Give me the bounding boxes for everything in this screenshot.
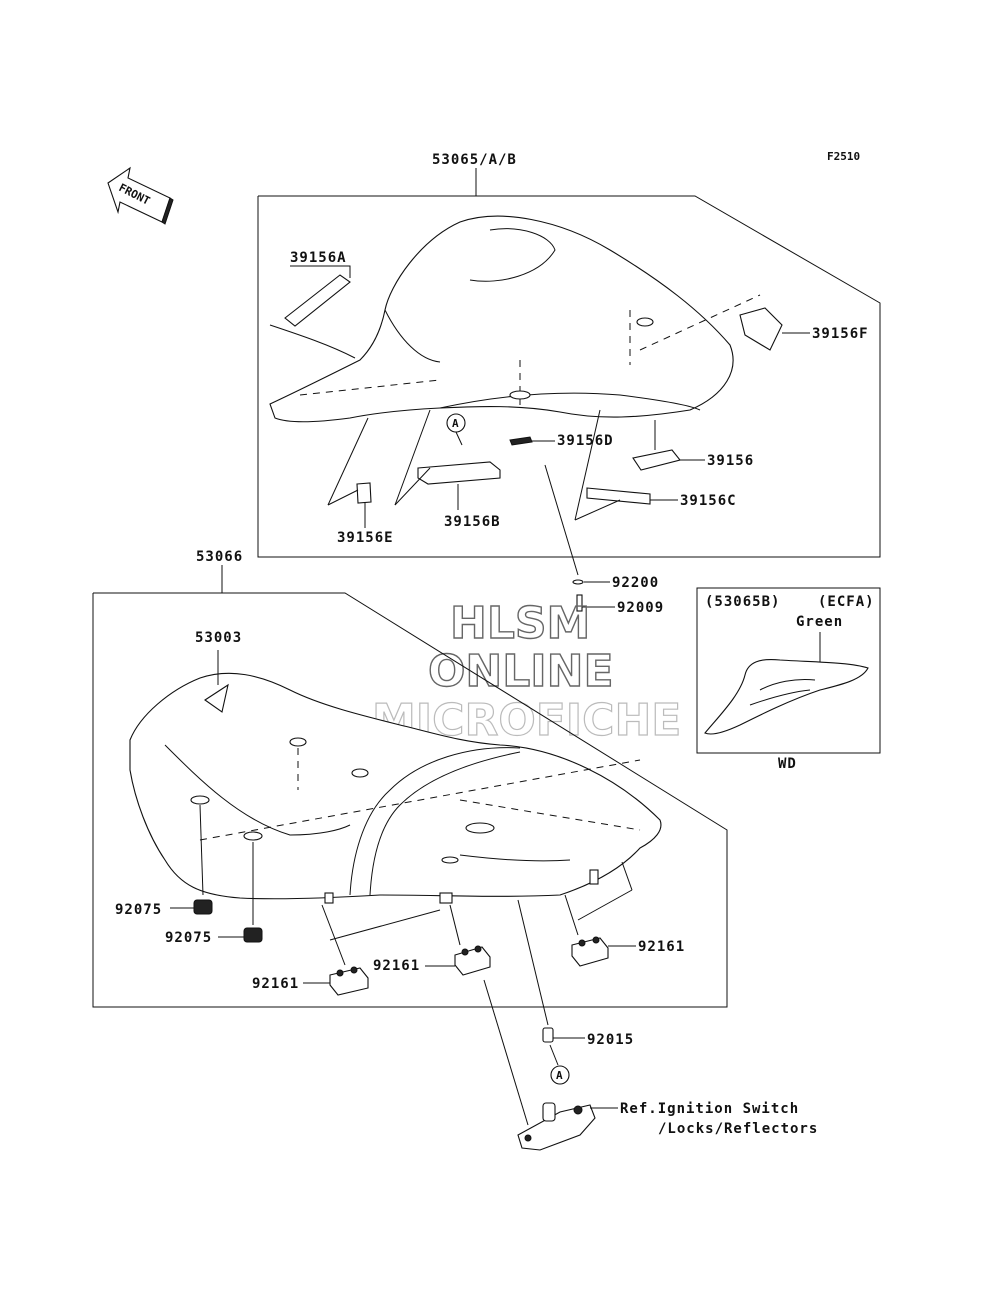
part-39156B: 39156B (394, 409, 501, 530)
inset-region: (ECFA) (818, 594, 875, 610)
part-92009-label: 92009 (617, 600, 664, 616)
inset-color: Green (796, 614, 843, 630)
part-92075-a: 92075 (115, 804, 213, 918)
inset-caption: WD (778, 756, 797, 772)
reference-line-1: Ref.Ignition Switch (620, 1101, 799, 1117)
part-53003-label: 53003 (195, 630, 242, 646)
lower-assembly-frame: 53066 (92, 549, 728, 1008)
part-39156C-label: 39156C (680, 493, 737, 509)
watermark-line-1: HLSM (450, 598, 590, 649)
upper-assembly-label: 53065/A/B (432, 152, 517, 168)
figure-code: F2510 (827, 150, 860, 163)
lower-assembly-label: 53066 (196, 549, 243, 565)
part-39156D: 39156D (509, 433, 614, 449)
part-92075-a-label: 92075 (115, 902, 162, 918)
front-seat-cushion: 53003 (129, 630, 662, 904)
part-39156A-label: 39156A (290, 250, 347, 266)
watermark-line-2: ONLINE (428, 646, 614, 697)
part-92161-left-label: 92161 (252, 976, 299, 992)
part-92015: 92015 (542, 1027, 634, 1048)
part-92009: 92009 (576, 594, 664, 616)
part-39156E-label: 39156E (337, 530, 394, 546)
ref-circle-a-upper-label: A (452, 417, 459, 430)
part-92015-label: 92015 (587, 1032, 634, 1048)
part-92161-right: 92161 (564, 861, 685, 967)
part-92161-middle-label: 92161 (373, 958, 420, 974)
rear-seat-cushion (269, 215, 761, 423)
part-39156C: 39156C (574, 409, 737, 521)
part-92161-left: 92161 (252, 904, 441, 996)
part-39156B-label: 39156B (444, 514, 501, 530)
ref-circle-a-upper: A (446, 413, 466, 446)
front-arrow-icon: FRONT (107, 166, 174, 225)
part-92075-b: 92075 (165, 842, 263, 946)
part-39156-label: 39156 (707, 453, 754, 469)
part-39156D-label: 39156D (557, 433, 614, 449)
ref-circle-a-lower-label: A (556, 1069, 563, 1082)
part-92161-middle: 92161 (373, 904, 491, 976)
ref-circle-a-lower: A (549, 1044, 570, 1085)
part-39156F: 39156F (739, 307, 869, 351)
reference-line-2: /Locks/Reflectors (658, 1121, 818, 1137)
part-39156F-label: 39156F (812, 326, 869, 342)
part-39156E: 39156E (327, 417, 394, 546)
part-92161-right-label: 92161 (638, 939, 685, 955)
upper-assembly-frame: 53065/A/B (257, 152, 881, 558)
part-39156: 39156 (632, 420, 754, 471)
inset-box: (53065B) (ECFA) Green WD (696, 587, 881, 772)
part-92200-label: 92200 (612, 575, 659, 591)
seat-lock: Ref.Ignition Switch /Locks/Reflectors (483, 979, 818, 1151)
inset-model: (53065B) (705, 594, 780, 610)
part-92200: 92200 (572, 575, 659, 591)
part-39156A: 39156A (284, 250, 351, 327)
part-92075-b-label: 92075 (165, 930, 212, 946)
watermark: HLSM ONLINE MICROFICHE (371, 597, 682, 746)
